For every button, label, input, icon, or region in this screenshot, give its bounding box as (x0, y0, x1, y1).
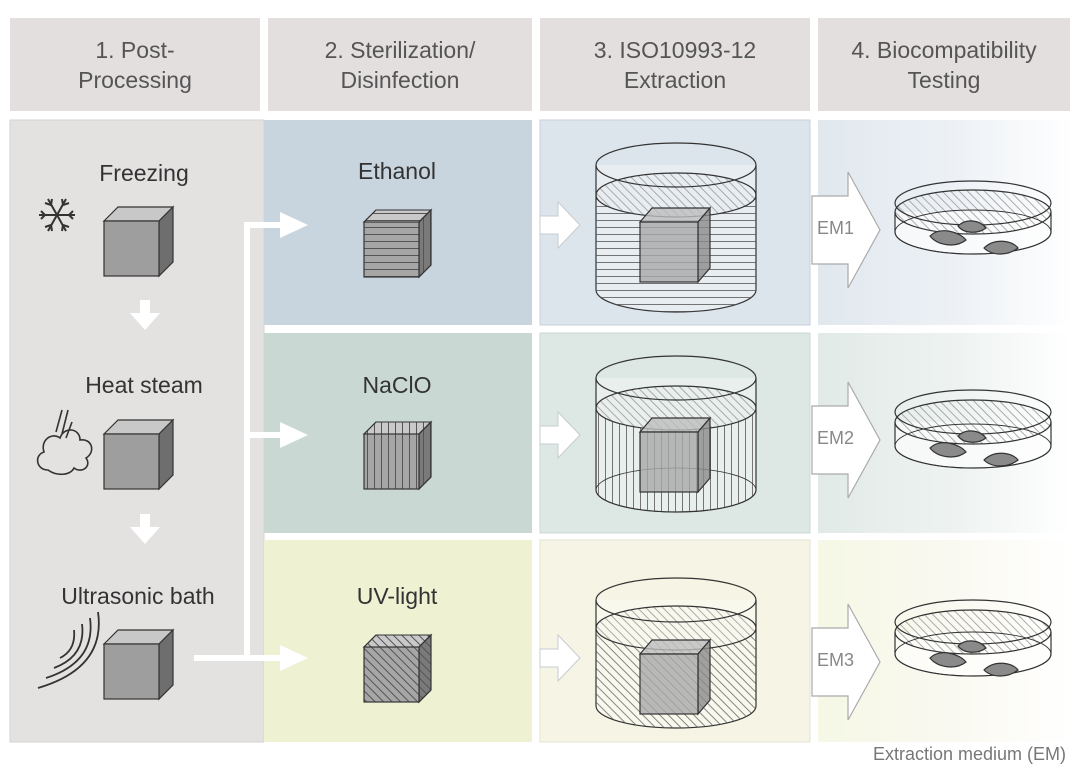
arrows-to-extraction (539, 200, 581, 683)
extraction-beaker-ethanol (595, 142, 757, 313)
sterilized-cube-naclo (362, 420, 433, 491)
method-label-ethanol: Ethanol (357, 158, 436, 184)
em-label-2: EM2 (817, 428, 855, 448)
row-naclo-background (264, 332, 1072, 534)
step-label-heat-steam: Heat steam (85, 372, 203, 398)
em-label-3: EM3 (817, 650, 855, 670)
post-cube-heat-steam (102, 418, 175, 491)
em-arrows (811, 171, 881, 721)
petri-dish-3 (894, 599, 1052, 677)
post-cube-ultrasonic (102, 628, 175, 701)
petri-dish-2 (894, 389, 1052, 469)
header-post-processing: 1. Post- Processing (10, 18, 260, 111)
sterilized-cube-ethanol (362, 208, 433, 279)
header-biocompatibility: 4. Biocompatibility Testing (818, 18, 1070, 111)
steam-cloud-icon (36, 409, 93, 476)
method-label-uv-light: UV-light (356, 583, 438, 609)
step-label-freezing: Freezing (99, 160, 189, 186)
header-sterilization: 2. Sterilization/ Disinfection (268, 18, 532, 111)
extraction-beaker-uv (595, 577, 757, 729)
post-cube-freezing (102, 205, 175, 278)
petri-dish-1 (894, 180, 1052, 255)
sterilized-cube-uv (362, 633, 433, 704)
extraction-beaker-naclo (595, 355, 757, 513)
step-label-ultrasonic-bath: Ultrasonic bath (61, 583, 215, 609)
extraction-medium-caption: Extraction medium (EM) (872, 744, 1066, 764)
sound-waves-icon (37, 611, 100, 689)
branch-connector (194, 212, 308, 671)
snowflake-icon (39, 198, 75, 232)
method-label-naclo: NaClO (362, 372, 432, 398)
down-arrow-2 (130, 514, 160, 544)
down-arrow-1 (130, 300, 160, 330)
em-label-1: EM1 (817, 218, 855, 238)
header-extraction: 3. ISO10993-12 Extraction (540, 18, 810, 111)
